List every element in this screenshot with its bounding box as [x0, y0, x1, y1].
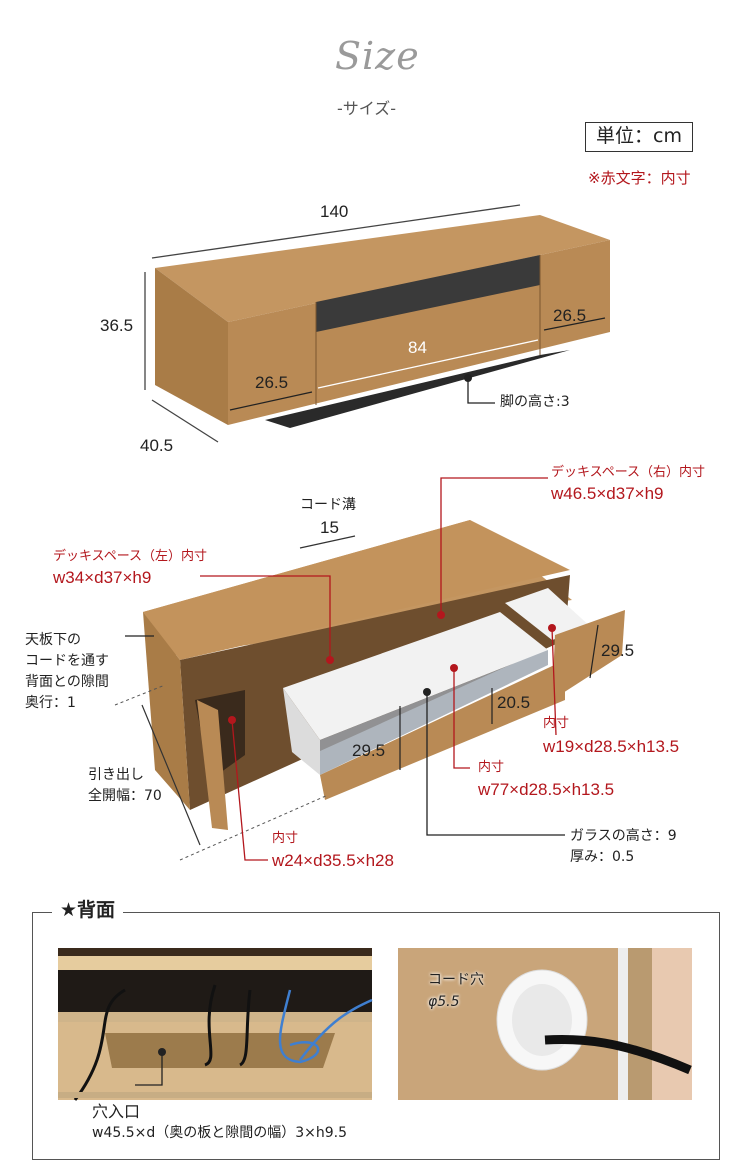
center-drawer-width: 84 — [408, 338, 427, 357]
drawer-full-line: 全開幅：70 — [88, 788, 162, 804]
height-dimension: 36.5 — [100, 316, 134, 335]
deck-right-value: w46.5×d37×h9 — [551, 484, 664, 503]
drawer-full-open-note: 引き出し 全開幅：70 — [88, 765, 162, 807]
left-cabinet-value: w24×d35.5×h28 — [272, 851, 394, 870]
small-drawer-label: 内寸 — [543, 716, 570, 731]
back-gap-line: 背面との隙間 — [25, 674, 109, 690]
width-dimension: 140 — [320, 202, 349, 221]
hole-entrance-value: w45.5×d（奥の板と隙間の幅）3×h9.5 — [92, 1125, 348, 1141]
glass-line: 厚み：0.5 — [570, 849, 635, 865]
glass-note: ガラスの高さ：9 厚み：0.5 — [570, 826, 677, 868]
cord-hole-label: コード穴 — [428, 972, 484, 988]
back-gap-line: 天板下の — [25, 632, 81, 648]
big-drawer-label: 内寸 — [478, 760, 505, 775]
cord-groove-label: コード溝 — [300, 497, 356, 513]
inner-dimension-note: ※赤文字：内寸 — [588, 169, 691, 187]
center-drawer-height: 29.5 — [352, 741, 386, 760]
back-section-frame — [32, 912, 720, 1160]
back-gap-line: コードを通す — [25, 653, 109, 669]
big-drawer-value: w77×d28.5×h13.5 — [478, 780, 615, 799]
deck-left-value: w34×d37×h9 — [53, 568, 152, 587]
back-gap-line: 奥行：1 — [25, 695, 76, 711]
cord-hole-value: φ5.5 — [428, 994, 460, 1010]
right-door-width: 26.5 — [553, 306, 587, 325]
cord-groove-value: 15 — [320, 518, 339, 537]
center-inner-height: 20.5 — [497, 693, 531, 712]
hole-entrance-label: 穴入口 — [92, 1102, 141, 1121]
size-script-title: Size — [335, 34, 420, 78]
unit-box: 単位：cm — [585, 122, 693, 152]
drawer-full-line: 引き出し — [88, 767, 144, 783]
back-opening-photo — [58, 948, 373, 1101]
leg-height: 脚の高さ:3 — [500, 394, 570, 410]
closed-cabinet-drawing — [144, 204, 610, 443]
depth-dimension: 40.5 — [140, 436, 174, 455]
deck-left-label: デッキスペース（左）内寸 — [53, 549, 208, 564]
small-drawer-value: w19×d28.5×h13.5 — [543, 737, 680, 756]
subtitle: -サイズ- — [337, 99, 397, 118]
cord-hole-photo — [398, 948, 692, 1100]
back-section-title: ★背面 — [52, 899, 124, 922]
left-door-width: 26.5 — [255, 373, 289, 392]
open-cabinet-drawing — [114, 477, 625, 861]
glass-line: ガラスの高さ：9 — [570, 828, 677, 844]
left-cabinet-label: 内寸 — [272, 831, 299, 846]
deck-right-label: デッキスペース（右）内寸 — [551, 465, 706, 480]
back-gap-note: 天板下の コードを通す 背面との隙間 奥行：1 — [25, 630, 109, 714]
right-drawer-height: 29.5 — [601, 641, 635, 660]
